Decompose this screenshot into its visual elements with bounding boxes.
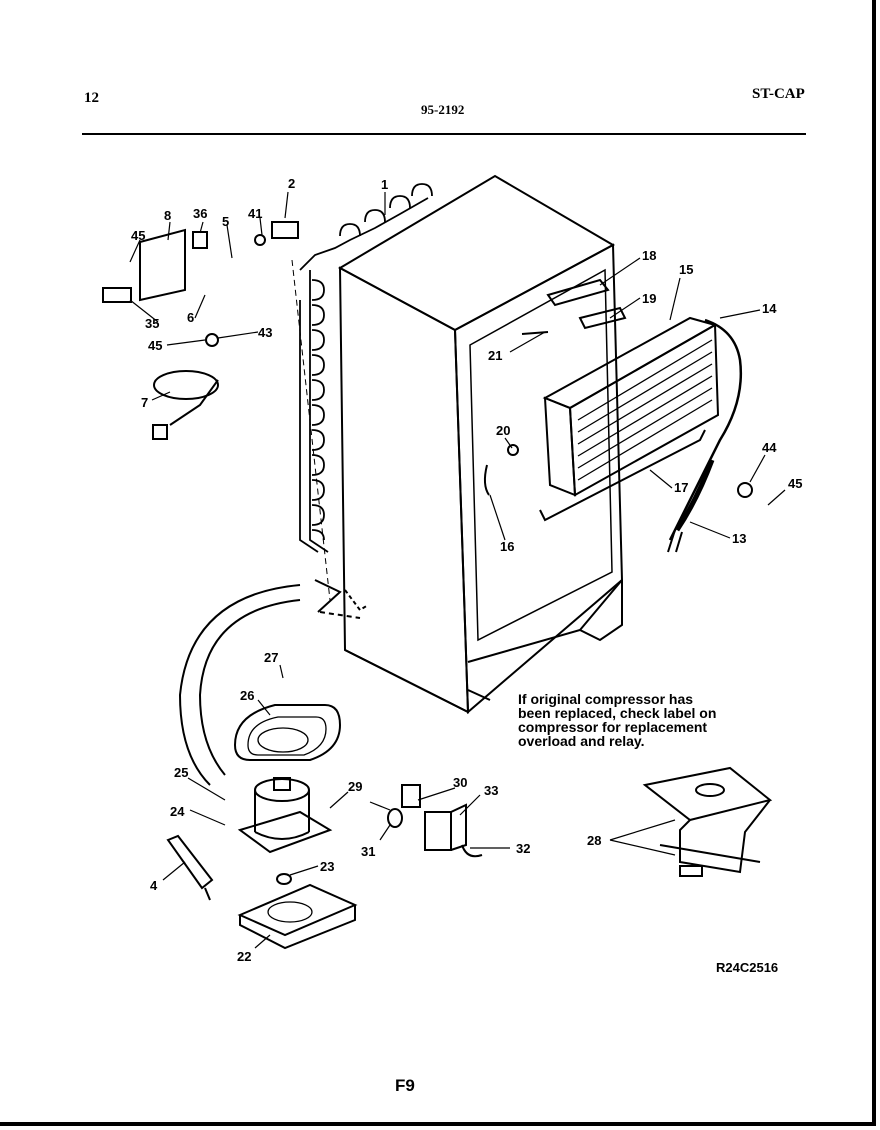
callout-4: 4 (150, 878, 158, 893)
condenser-coil (291, 183, 433, 601)
callout-15: 15 (679, 262, 693, 277)
compressor (237, 777, 333, 854)
base-bracket (237, 873, 358, 950)
note-line-3: compressor for replacement (518, 719, 708, 735)
callout-23: 23 (320, 859, 334, 874)
callout-1: 1 (381, 177, 388, 192)
callout-20: 20 (496, 423, 510, 438)
callout-45-c: 45 (788, 476, 802, 491)
evaporator (539, 316, 743, 553)
callout-5: 5 (222, 214, 229, 229)
drawing-code: R24C2516 (716, 960, 779, 975)
callout-41: 41 (248, 206, 262, 221)
callout-45-b: 45 (148, 338, 162, 353)
note-line-1: If original compressor has (518, 691, 694, 707)
callout-13: 13 (732, 531, 746, 546)
callout-45-a: 45 (131, 228, 145, 243)
filter-dryer (166, 834, 214, 901)
callout-25: 25 (174, 765, 188, 780)
callout-26: 26 (240, 688, 254, 703)
note-line-2: been replaced, check label on (518, 705, 717, 721)
callout-6: 6 (187, 310, 194, 325)
callout-36: 36 (193, 206, 207, 221)
leader-lines (129, 191, 786, 949)
section-code: ST-CAP (752, 86, 805, 102)
callout-29: 29 (348, 779, 362, 794)
callout-33: 33 (484, 783, 498, 798)
figure-label: F9 (395, 1076, 415, 1095)
callout-18: 18 (642, 248, 656, 263)
callout-32: 32 (516, 841, 530, 856)
model-code: 95-2192 (421, 102, 465, 117)
callout-17: 17 (674, 480, 688, 495)
callout-27: 27 (264, 650, 278, 665)
callout-43: 43 (258, 325, 272, 340)
callout-44: 44 (762, 440, 777, 455)
callout-7: 7 (141, 395, 148, 410)
callout-19: 19 (642, 291, 656, 306)
callout-14: 14 (762, 301, 777, 316)
callout-30: 30 (453, 775, 467, 790)
callout-35: 35 (145, 316, 159, 331)
callout-16: 16 (500, 539, 514, 554)
callout-8: 8 (164, 208, 171, 223)
compressor-note: If original compressor has been replaced… (518, 692, 716, 748)
compressor-detail (642, 766, 773, 877)
callout-28-detail: 28 (587, 833, 601, 848)
callout-22: 22 (237, 949, 251, 964)
callout-31: 31 (361, 844, 375, 859)
callout-24: 24 (170, 804, 185, 819)
note-line-4: overload and relay. (518, 733, 645, 749)
cabinet (337, 174, 624, 715)
callout-2: 2 (288, 176, 295, 191)
drain-pan (233, 704, 342, 761)
callout-21: 21 (488, 348, 502, 363)
callout-labels: 2 1 41 36 8 5 45 35 6 43 45 7 18 15 19 1… (131, 176, 802, 964)
page-number: 12 (84, 90, 99, 106)
relay-overload (387, 784, 483, 858)
